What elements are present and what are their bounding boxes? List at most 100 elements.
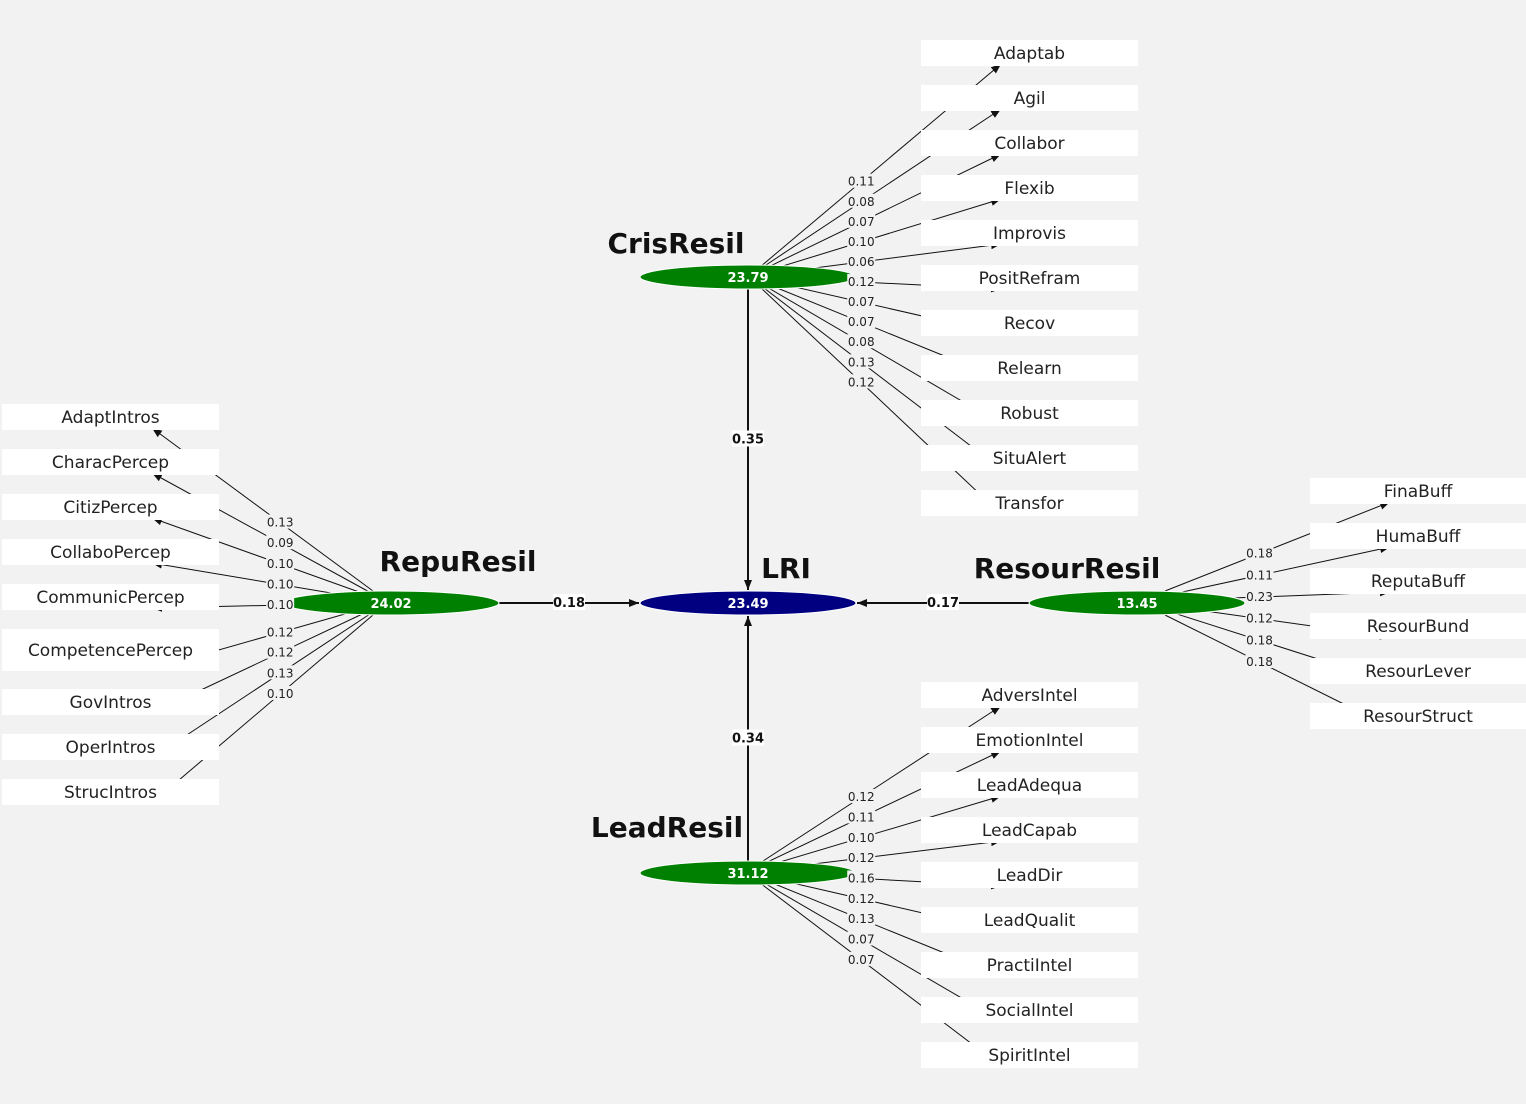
indicator-box-socialintel[interactable] bbox=[921, 997, 1138, 1023]
weight-label-resourresil-resourbund: 0.12 bbox=[1246, 612, 1273, 626]
indicator-box-competencepercep[interactable] bbox=[2, 629, 219, 671]
weight-label-bg-leadresil-practiintel bbox=[847, 911, 876, 926]
weight-label-repuresil-strucintros: 0.10 bbox=[267, 687, 294, 701]
indicator-box-humabuff[interactable] bbox=[1310, 523, 1526, 549]
construct-lri[interactable] bbox=[639, 590, 857, 616]
indicator-box-strucintros[interactable] bbox=[2, 779, 219, 805]
indicator-box-communicpercep[interactable] bbox=[2, 584, 219, 610]
indicator-label-adversintel: AdversIntel bbox=[981, 686, 1077, 706]
indicator-label-strucintros: StrucIntros bbox=[64, 783, 157, 803]
indicator-box-govintros[interactable] bbox=[2, 689, 219, 715]
weight-label-repuresil-collabopercep: 0.10 bbox=[267, 577, 294, 591]
indicator-label-recov: Recov bbox=[1004, 314, 1055, 334]
indicator-box-spiritintel[interactable] bbox=[921, 1042, 1138, 1068]
indicator-box-leadcapab[interactable] bbox=[921, 817, 1138, 843]
weight-label-bg-leadresil-adversintel bbox=[847, 789, 876, 804]
weight-label-leadresil-adversintel: 0.12 bbox=[848, 790, 875, 804]
edge-repuresil-strucintros bbox=[151, 614, 374, 804]
path-leadresil-to-lri-coefficient: 0.34 bbox=[732, 732, 764, 747]
weight-label-bg-leadresil-leadcapab bbox=[847, 850, 876, 865]
weight-label-leadresil-spiritintel: 0.07 bbox=[848, 953, 875, 967]
indicator-box-adaptintros[interactable] bbox=[2, 404, 219, 430]
indicator-label-finabuff: FinaBuff bbox=[1384, 482, 1454, 502]
indicator-label-improvis: Improvis bbox=[993, 224, 1066, 244]
weight-label-crisresil-adaptab: 0.11 bbox=[848, 175, 875, 189]
indicator-box-leaddir[interactable] bbox=[921, 862, 1138, 888]
indicator-label-humabuff: HumaBuff bbox=[1376, 527, 1462, 547]
path-crisresil-to-lri-coef-bg bbox=[732, 430, 764, 447]
indicator-box-resourbund[interactable] bbox=[1310, 613, 1526, 639]
weight-label-leadresil-leadqualit: 0.12 bbox=[848, 892, 875, 906]
weight-label-crisresil-improvis: 0.06 bbox=[848, 255, 875, 269]
weight-label-bg-resourresil-resourlever bbox=[1245, 632, 1274, 647]
indicator-box-robust[interactable] bbox=[921, 400, 1138, 426]
path-repuresil-to-lri-coefficient: 0.18 bbox=[553, 596, 585, 611]
path-resourresil-to-lri-coef-bg bbox=[927, 594, 959, 610]
weight-label-bg-repuresil-citizpercep bbox=[266, 555, 295, 570]
indicator-box-recov[interactable] bbox=[921, 310, 1138, 336]
indicator-box-emotionintel[interactable] bbox=[921, 727, 1138, 753]
weight-label-bg-leadresil-leadqualit bbox=[847, 890, 876, 905]
edge-crisresil-collabor bbox=[759, 153, 1002, 272]
weight-label-crisresil-relearn: 0.07 bbox=[848, 315, 875, 329]
indicator-label-characpercep: CharacPercep bbox=[52, 453, 169, 473]
indicator-label-resourstruct: ResourStruct bbox=[1363, 707, 1473, 727]
indicator-box-resourlever[interactable] bbox=[1310, 658, 1526, 684]
indicator-box-agil[interactable] bbox=[921, 85, 1138, 111]
edge-crisresil-transfor bbox=[759, 286, 1002, 515]
indicator-label-leadcapab: LeadCapab bbox=[982, 821, 1077, 841]
weight-label-bg-repuresil-characpercep bbox=[266, 535, 295, 550]
indicator-box-improvis[interactable] bbox=[921, 220, 1138, 246]
edge-crisresil-flexib bbox=[759, 198, 1002, 274]
indicator-box-characpercep[interactable] bbox=[2, 449, 219, 475]
indicator-box-collabor[interactable] bbox=[921, 130, 1138, 156]
weight-label-crisresil-recov: 0.07 bbox=[848, 295, 875, 309]
indicator-label-socialintel: SocialIntel bbox=[985, 1001, 1073, 1021]
indicator-box-operintros[interactable] bbox=[2, 734, 219, 760]
weight-label-crisresil-situalert: 0.13 bbox=[848, 355, 875, 369]
weight-label-bg-repuresil-communicpercep bbox=[266, 597, 295, 612]
indicator-label-adaptintros: AdaptIntros bbox=[61, 408, 159, 428]
weight-label-bg-repuresil-strucintros bbox=[266, 685, 295, 700]
indicator-label-relearn: Relearn bbox=[997, 359, 1062, 379]
indicator-boxes-layer: AdaptabAgilCollaborFlexibImprovisPositRe… bbox=[2, 40, 1526, 1068]
indicator-label-resourlever: ResourLever bbox=[1365, 662, 1471, 682]
weight-label-bg-leadresil-emotionintel bbox=[847, 809, 876, 824]
indicator-box-resourstruct[interactable] bbox=[1310, 703, 1526, 729]
edge-leadresil-leadadequa bbox=[759, 795, 1002, 869]
weight-label-crisresil-collabor: 0.07 bbox=[848, 215, 875, 229]
weight-label-bg-crisresil-situalert bbox=[847, 354, 876, 369]
construct-label-leadresil: LeadResil bbox=[591, 811, 743, 844]
weight-label-bg-crisresil-positrefram bbox=[847, 274, 876, 289]
weight-label-repuresil-competencepercep: 0.12 bbox=[267, 625, 294, 639]
weight-label-bg-repuresil-collabopercep bbox=[266, 576, 295, 591]
weight-label-crisresil-flexib: 0.10 bbox=[848, 235, 875, 249]
indicator-box-leadqualit[interactable] bbox=[921, 907, 1138, 933]
indicator-box-relearn[interactable] bbox=[921, 355, 1138, 381]
indicator-box-leadadequa[interactable] bbox=[921, 772, 1138, 798]
indicator-box-situalert[interactable] bbox=[921, 445, 1138, 471]
indicator-box-collabopercep[interactable] bbox=[2, 539, 219, 565]
weight-label-repuresil-adaptintros: 0.13 bbox=[267, 516, 294, 530]
indicator-box-reputabuff[interactable] bbox=[1310, 568, 1526, 594]
weight-label-bg-crisresil-improvis bbox=[847, 253, 876, 268]
indicator-box-adaptab[interactable] bbox=[921, 40, 1138, 66]
construct-resourresil[interactable] bbox=[1028, 590, 1246, 616]
indicator-box-transfor[interactable] bbox=[921, 490, 1138, 516]
indicator-label-leadadequa: LeadAdequa bbox=[977, 776, 1082, 796]
indicator-label-transfor: Transfor bbox=[994, 494, 1063, 514]
indicator-box-adversintel[interactable] bbox=[921, 682, 1138, 708]
indicator-label-reputabuff: ReputaBuff bbox=[1371, 572, 1467, 592]
construct-value-lri: 23.49 bbox=[727, 597, 768, 612]
weight-labels-layer: 0.110.080.070.100.060.120.070.070.080.13… bbox=[266, 173, 1274, 967]
indicator-box-citizpercep[interactable] bbox=[2, 494, 219, 520]
weight-label-bg-crisresil-recov bbox=[847, 294, 876, 309]
indicator-box-practiintel[interactable] bbox=[921, 952, 1138, 978]
indicator-box-flexib[interactable] bbox=[921, 175, 1138, 201]
weight-label-bg-repuresil-govintros bbox=[266, 644, 295, 659]
indicator-label-emotionintel: EmotionIntel bbox=[976, 731, 1084, 751]
indicator-box-positrefram[interactable] bbox=[921, 265, 1138, 291]
construct-label-resourresil: ResourResil bbox=[974, 552, 1161, 585]
indicator-box-finabuff[interactable] bbox=[1310, 478, 1526, 504]
